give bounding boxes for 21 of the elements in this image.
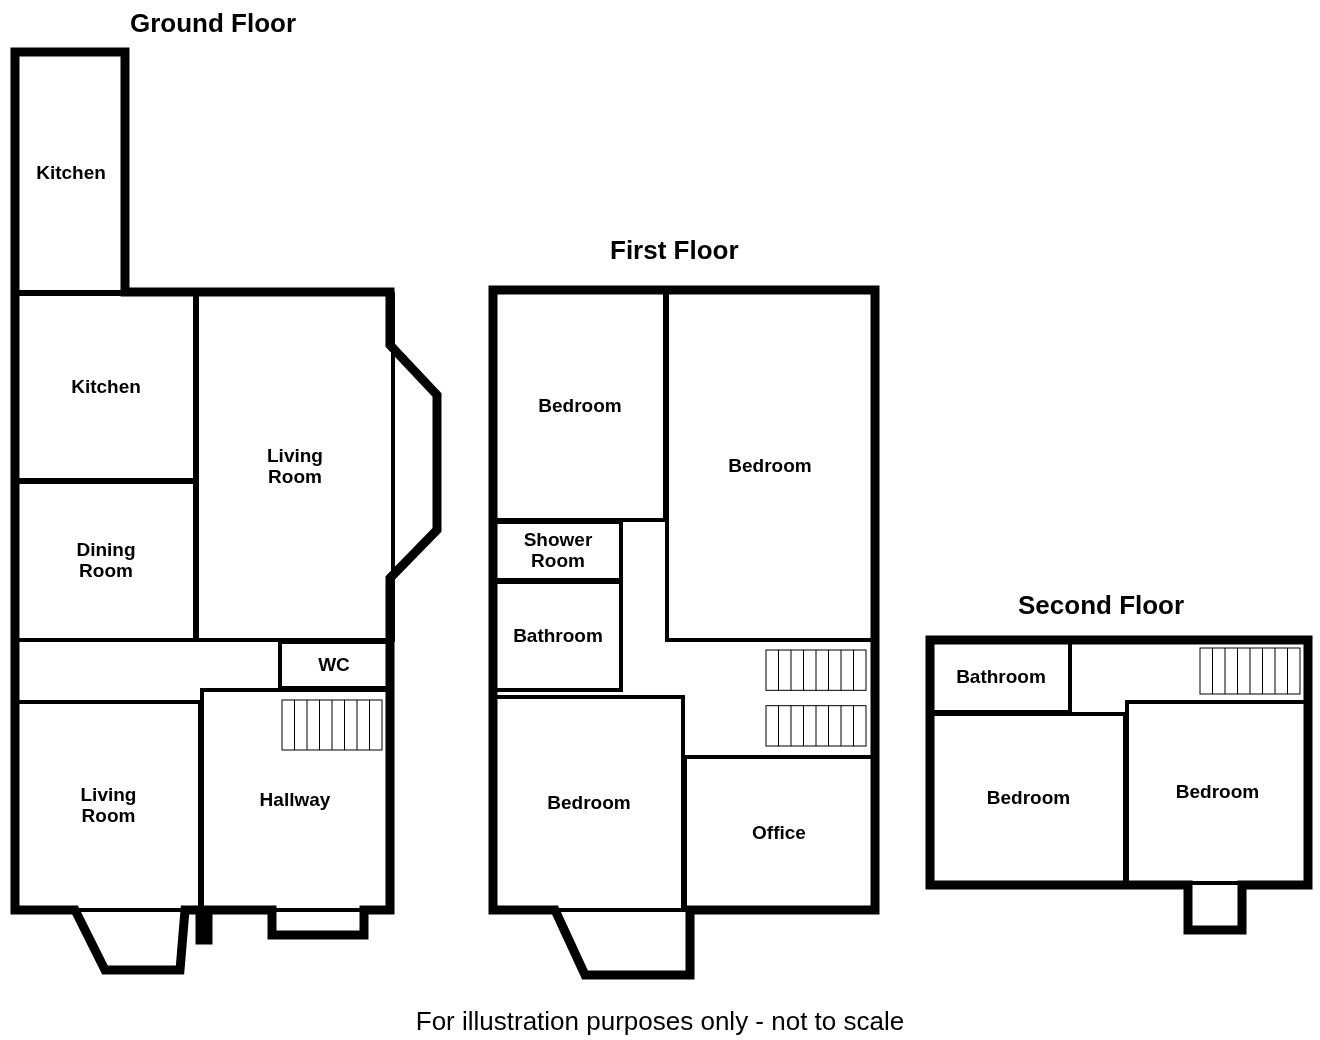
room-label: Bedroom [538, 395, 622, 417]
room-label: Dining Room [75, 540, 137, 582]
room-label: Kitchen [36, 162, 106, 184]
room-label: Living Room [79, 785, 138, 827]
room-label: Hallway [259, 789, 331, 811]
room-label: Office [752, 823, 806, 844]
room-label: Bedroom [986, 788, 1071, 809]
room-label: Shower Room [522, 530, 594, 572]
room [195, 292, 395, 642]
caption: For illustration purposes only - not to scale [415, 1006, 905, 1036]
floor-heading: First Floor [610, 235, 739, 266]
room-label: Bathroom [513, 625, 603, 647]
floor-heading: Second Floor [1018, 590, 1185, 621]
room-label: WC [318, 654, 350, 676]
floor-heading: Ground Floor [130, 8, 297, 39]
room-label: Bedroom [1175, 782, 1260, 803]
room-label: Living Room [266, 446, 324, 488]
room-label: Bedroom [547, 793, 631, 814]
room-label: Kitchen [71, 376, 141, 398]
room-label: Bedroom [728, 455, 812, 477]
room-label: Bathroom [956, 666, 1046, 688]
